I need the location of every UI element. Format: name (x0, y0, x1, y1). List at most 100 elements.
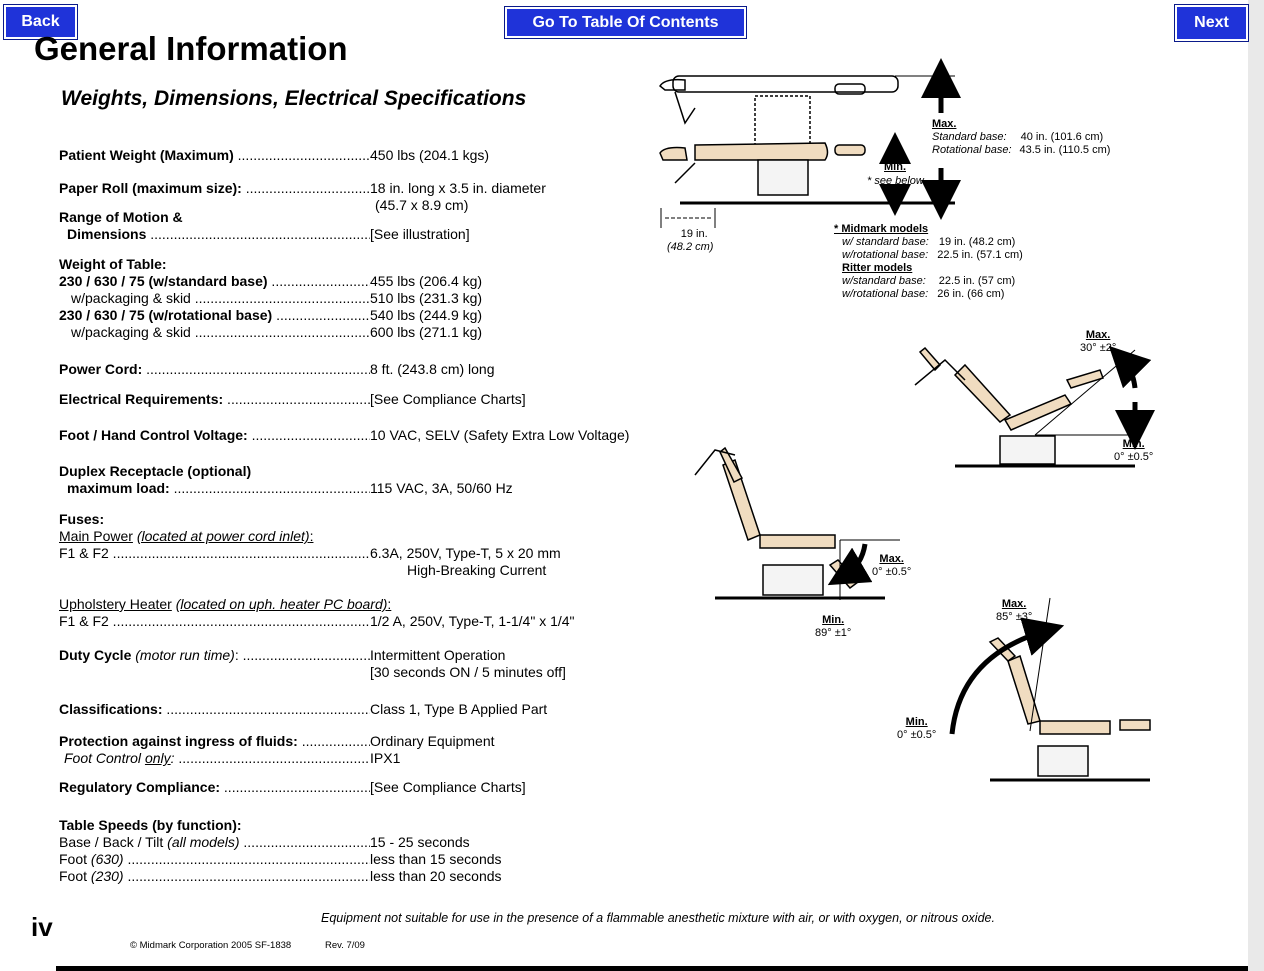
spec-value: [See Compliance Charts] (370, 391, 526, 407)
dim-value: (48.2 cm) (667, 241, 714, 253)
spec-duplex: Duplex Receptacle (optional) maximum loa… (59, 463, 513, 497)
spec-classifications: Classifications:Class 1, Type B Applied … (59, 701, 547, 718)
table-of-contents-button[interactable]: Go To Table Of Contents (504, 6, 747, 39)
back-section-illustration (949, 597, 1151, 782)
dim-label: Rotational base: (932, 144, 1012, 156)
spec-label: Foot Control only: (59, 750, 370, 767)
spec-value: 1/2 A, 250V, Type-T, 1-1/4" x 1/4" (370, 613, 575, 629)
min-label: Min. (822, 614, 845, 626)
spec-label: Foot (230) (59, 868, 370, 885)
spec-label: Duplex Receptacle (optional) (59, 463, 252, 479)
spec-label: maximum load: (59, 480, 370, 497)
foot-min-callout: Min.89° ±1° (815, 614, 851, 640)
tilt-up-arrow-icon (1108, 345, 1152, 389)
page-subtitle: Weights, Dimensions, Electrical Specific… (61, 87, 527, 110)
spec-label-text: Foot (59, 851, 88, 867)
min-label: Min. (884, 161, 906, 173)
chair-back-icon (988, 637, 1151, 782)
raised-table-outline-icon (659, 75, 899, 147)
spec-weight-table: Weight of Table: 230 / 630 / 75 (w/stand… (59, 256, 482, 341)
model-heading: * Midmark models (834, 223, 929, 235)
foot-section-illustration (694, 446, 900, 600)
spec-label-text: Base / Back / Tilt (59, 834, 164, 850)
next-button[interactable]: Next (1174, 4, 1249, 42)
spec-label: Base / Back / Tilt (all models) (59, 834, 370, 851)
angle-value: 85° ±3° (996, 611, 1033, 623)
spec-label: 230 / 630 / 75 (w/standard base) (59, 273, 370, 290)
lowered-table-icon (659, 142, 955, 205)
height-min-callout: Min. (884, 161, 906, 174)
spec-note: (630) (90, 851, 124, 867)
angle-value: 0° ±0.5° (897, 729, 937, 741)
spec-value: 15 - 25 seconds (370, 834, 470, 850)
chair-foot-icon (694, 446, 885, 600)
dim-value: 43.5 in. (110.5 cm) (1019, 144, 1111, 156)
spec-power-cord: Power Cord:8 ft. (243.8 cm) long (59, 361, 495, 378)
spec-protection: Protection against ingress of fluids:Ord… (59, 733, 495, 767)
dim-label: w/rotational base: (842, 288, 929, 300)
spec-label: Protection against ingress of fluids: (59, 733, 370, 750)
page-bottom-edge (56, 966, 1248, 971)
dim-label: Standard base: (932, 131, 1007, 143)
spec-label: Paper Roll (maximum size): (59, 180, 370, 197)
angle-value: 0° ±0.5° (1114, 451, 1154, 463)
spec-heading: Table Speeds (by function): (59, 817, 242, 833)
spec-value: [See Compliance Charts] (370, 779, 526, 795)
tilt-max-callout: Max.30° ±2° (1080, 329, 1116, 355)
min-label: Min. (905, 716, 928, 728)
revision: Rev. 7/09 (325, 940, 365, 951)
spec-subheading: Upholstery Heater (59, 596, 172, 612)
spec-label: Power Cord: (59, 361, 370, 378)
spec-note: (located at power cord inlet) (136, 528, 310, 544)
spec-value-line2: (45.7 x 8.9 cm) (375, 197, 469, 213)
back-raise-arrow-icon (949, 617, 1065, 735)
spec-value-line1: 18 in. long x 3.5 in. diameter (370, 180, 546, 196)
max-label: Max. (1001, 598, 1027, 610)
spec-value: 6.3A, 250V, Type-T, 5 x 20 mm (370, 545, 561, 561)
spec-value: 450 lbs (204.1 kgs) (370, 147, 490, 163)
spec-label: Patient Weight (Maximum) (59, 147, 370, 164)
dim-value: 26 in. (66 cm) (937, 288, 1005, 300)
table-tilt-illustration (914, 345, 1155, 468)
spec-label: Foot / Hand Control Voltage: (59, 427, 370, 444)
angle-value: 0° ±0.5° (872, 566, 912, 578)
foot-arrow-icon (827, 543, 873, 586)
back-button[interactable]: Back (3, 4, 78, 40)
spec-value: Intermittent Operation[30 seconds ON / 5… (370, 647, 566, 681)
spec-value: 10 VAC, SELV (Safety Extra Low Voltage) (370, 427, 630, 443)
spec-regulatory: Regulatory Compliance:[See Compliance Ch… (59, 779, 526, 796)
back-max-callout: Max.85° ±3° (996, 598, 1032, 624)
safety-warning: Equipment not suitable for use in the pr… (321, 911, 995, 925)
spec-heater-fuse: Upholstery Heater (located on uph. heate… (59, 596, 575, 630)
spec-electrical: Electrical Requirements:[See Compliance … (59, 391, 526, 408)
table-height-illustration (659, 58, 961, 228)
spec-duty-cycle: Duty Cycle (motor run time):Intermittent… (59, 647, 566, 681)
spec-value-line2: [30 seconds ON / 5 minutes off] (370, 664, 566, 680)
spec-table-speeds: Table Speeds (by function): Base / Back … (59, 817, 502, 885)
see-below-note: * see below (867, 175, 924, 188)
max-label: Max. (1085, 329, 1111, 341)
min-label: Min. (1122, 438, 1145, 450)
spec-fuses: Fuses: Main Power (located at power cord… (59, 511, 561, 579)
spec-value: 8 ft. (243.8 cm) long (370, 361, 495, 377)
width-callout: 19 in. (48.2 cm) (667, 228, 713, 254)
spec-heading: Fuses: (59, 511, 105, 527)
spec-value: IPX1 (370, 750, 401, 766)
spec-label: 230 / 630 / 75 (w/rotational base) (59, 307, 370, 324)
dim-value: 22.5 in. (57.1 cm) (937, 249, 1023, 261)
max-label: Max. (932, 118, 957, 130)
angle-value: 89° ±1° (815, 627, 852, 639)
page-title: General Information (34, 30, 348, 67)
spec-value: Ordinary Equipment (370, 733, 495, 749)
page-number: iv (31, 912, 53, 942)
spec-value: High-Breaking Current (407, 562, 547, 578)
spec-value: 18 in. long x 3.5 in. diameter(45.7 x 8.… (370, 180, 546, 214)
spec-label: Dimensions (59, 226, 370, 243)
spec-value: 600 lbs (271.1 kg) (370, 324, 483, 340)
spec-label: F1 & F2 (59, 613, 370, 630)
spec-label: Foot (630) (59, 851, 370, 868)
spec-note: (230) (90, 868, 124, 884)
spec-foot-hand-voltage: Foot / Hand Control Voltage:10 VAC, SELV… (59, 427, 629, 444)
dim-value: 19 in. (680, 228, 708, 240)
spec-note: (motor run time) (135, 647, 235, 663)
